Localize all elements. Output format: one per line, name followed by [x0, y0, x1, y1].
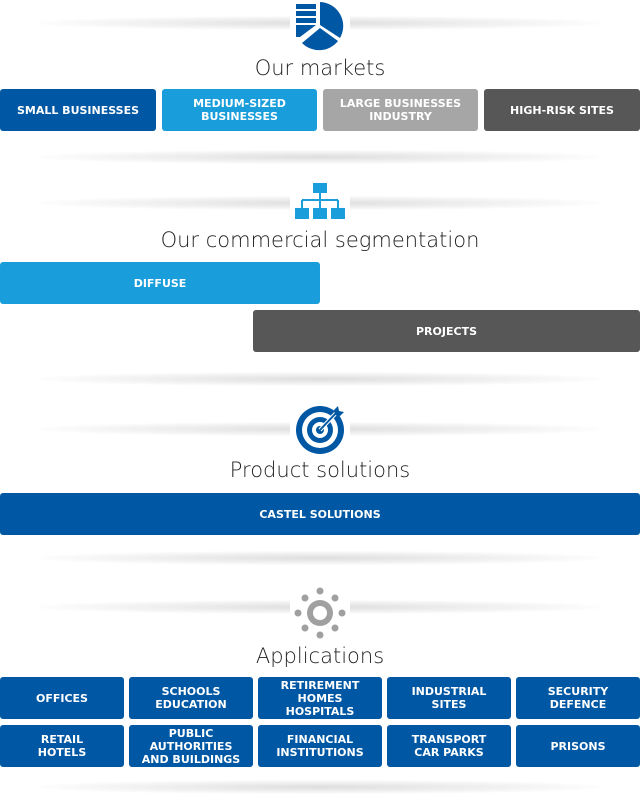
- application-item[interactable]: INDUSTRIAL SITES: [387, 677, 511, 719]
- application-item[interactable]: SECURITY DEFENCE: [516, 677, 640, 719]
- applications-title: Applications: [255, 644, 385, 668]
- application-item[interactable]: PUBLIC AUTHORITIES AND BUILDINGS: [129, 725, 253, 767]
- divider-shadow: [40, 372, 600, 386]
- gear-network-icon: [290, 586, 350, 642]
- application-item[interactable]: PRISONS: [516, 725, 640, 767]
- hierarchy-icon: [290, 178, 350, 234]
- segment-diffuse[interactable]: DIFFUSE: [0, 262, 320, 304]
- market-high-risk[interactable]: HIGH-RISK SITES: [484, 89, 640, 131]
- products-title: Product solutions: [229, 458, 411, 482]
- target-icon: [290, 402, 350, 458]
- product-castel-solutions[interactable]: CASTEL SOLUTIONS: [0, 493, 640, 535]
- application-item[interactable]: TRANSPORT CAR PARKS: [387, 725, 511, 767]
- divider-shadow: [40, 150, 600, 164]
- markets-title: Our markets: [254, 56, 386, 80]
- application-item[interactable]: RETAIL HOTELS: [0, 725, 124, 767]
- market-small-businesses[interactable]: SMALL BUSINESSES: [0, 89, 156, 131]
- application-item[interactable]: SCHOOLS EDUCATION: [129, 677, 253, 719]
- divider-shadow: [40, 780, 600, 794]
- application-item[interactable]: OFFICES: [0, 677, 124, 719]
- market-medium-sized[interactable]: MEDIUM-SIZED BUSINESSES: [162, 89, 317, 131]
- pie-chart-icon: [290, 0, 350, 56]
- divider-shadow: [40, 551, 600, 565]
- application-item[interactable]: RETIREMENT HOMES HOSPITALS: [258, 677, 382, 719]
- segment-projects[interactable]: PROJECTS: [253, 310, 640, 352]
- application-item[interactable]: FINANCIAL INSTITUTIONS: [258, 725, 382, 767]
- segmentation-title: Our commercial segmentation: [160, 228, 480, 252]
- market-large-businesses[interactable]: LARGE BUSINESSES INDUSTRY: [323, 89, 478, 131]
